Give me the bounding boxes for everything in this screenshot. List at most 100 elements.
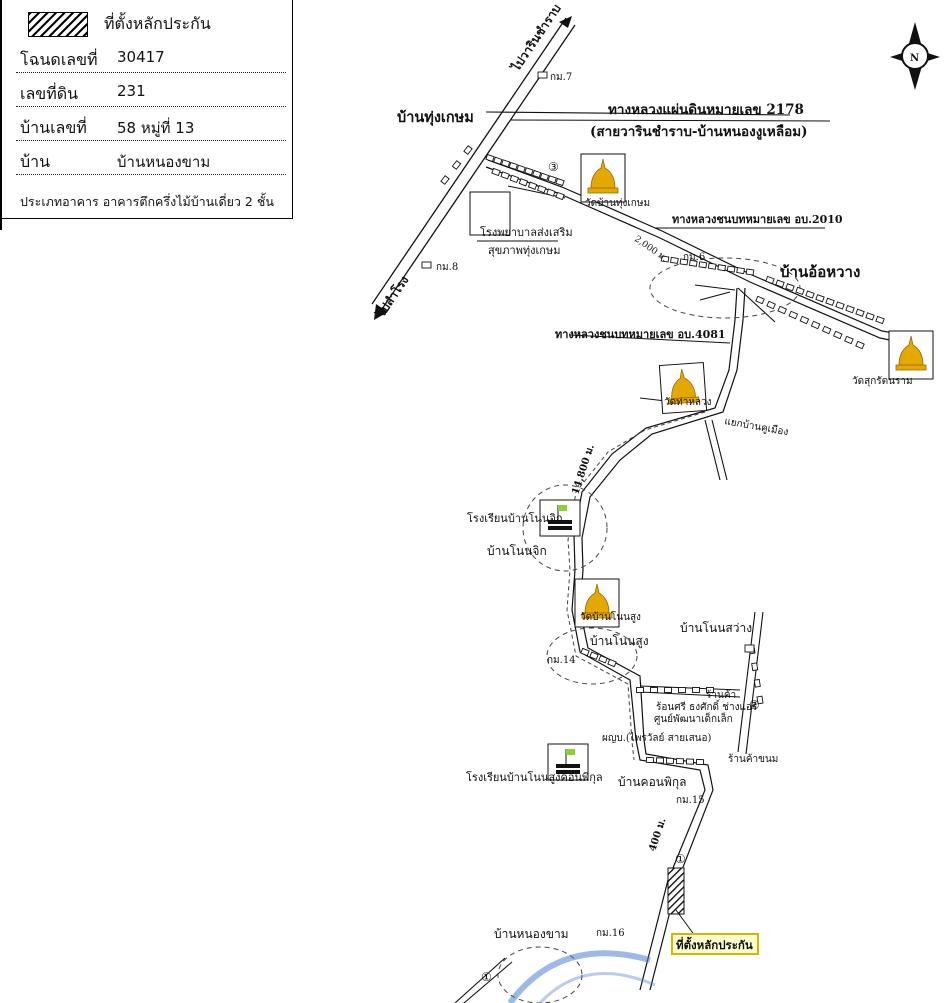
house-icon — [845, 305, 855, 314]
km7-label: กม.7 — [550, 72, 572, 83]
house-icon — [463, 145, 473, 155]
house-icon — [745, 268, 755, 276]
legend-row-deed: โฉนดเลขที่ 30417 — [16, 42, 292, 75]
house-icon — [555, 178, 565, 186]
house-icon — [518, 178, 529, 187]
house-icon — [491, 167, 501, 177]
child-center-label: ศูนย์พัฒนาเด็กเล็ก — [654, 711, 733, 725]
branch-road-label: แยกบ้านคูเมือง — [723, 415, 789, 438]
house-icon — [555, 191, 565, 201]
village-non-sung-label: บ้านโนนสูง — [590, 634, 649, 649]
collateral-label-box — [671, 933, 759, 955]
highway-4081-label: ทางหลวงชนบทหมายเลข อบ.4081 — [555, 328, 726, 341]
house-icon — [855, 308, 865, 317]
house-icon — [799, 315, 810, 325]
hospital-plot — [469, 191, 511, 236]
village-khon-phikun-label: บ้านคอนพิกุล — [618, 775, 687, 790]
arrow-south-icon — [374, 304, 388, 320]
km8-label: กม.8 — [436, 262, 458, 273]
house-icon — [678, 687, 686, 693]
km15-label: กม.15 — [676, 795, 705, 806]
house-icon — [670, 256, 679, 264]
north-arrow-icon — [890, 22, 940, 90]
legend-box: ที่ตั้งหลักประกัน โฉนดเลขที่ 30417 เลขที… — [0, 0, 293, 230]
house-icon — [833, 330, 843, 340]
route-dashed — [566, 411, 706, 761]
house-icon — [753, 678, 761, 688]
house-icon — [795, 286, 805, 295]
house-icon — [598, 655, 608, 664]
highway-2010-label: ทางหลวงชนบทหมายเลข อบ.2010 — [672, 213, 843, 226]
house-icon — [636, 687, 644, 693]
house-icon — [755, 295, 765, 305]
house-icon — [844, 335, 854, 345]
highway-2178-label-1: ทางหลวงแผ่นดินหมายเลข 2178 — [608, 102, 804, 118]
house-icon — [726, 265, 736, 273]
temple-sukrattanaram-icon — [888, 330, 934, 380]
school-non-chik-label: โรงเรียนบ้านโนนจิก — [467, 511, 563, 525]
house-icon — [645, 756, 655, 764]
house-icon — [736, 267, 745, 275]
legend-row-house-no: บ้านเลขที่ 58 หมู่ที่ 13 — [16, 110, 292, 143]
house-icon — [665, 757, 675, 764]
legend-row-label: เลขที่ดิน — [20, 84, 79, 103]
legend-row-label: บ้านเลขที่ — [20, 118, 87, 137]
km14-label: กม.14 — [547, 655, 576, 666]
village-nong-kham-label: บ้านหนองขาม — [494, 927, 569, 941]
house-icon — [875, 316, 885, 324]
shop-label: ร้านค้า — [706, 689, 736, 701]
house-icon — [751, 662, 759, 672]
distance-2000-label: 2,000 ม. — [632, 234, 669, 264]
building-type-text: ประเภทอาคาร อาคารตึกครึ่งไม้บ้านเดี่ยว 2… — [20, 194, 274, 209]
house-icon — [865, 312, 875, 321]
village-non-chik-label: บ้านโนนจิก — [487, 544, 547, 558]
km16-label: กม.16 — [596, 928, 625, 939]
house-icon — [777, 305, 787, 315]
highway-2178-label-2: (สายวารินชำราบ-บ้านหนองงูเหลือม) — [590, 124, 807, 140]
secondary-roads — [454, 111, 791, 1003]
house-icon — [788, 310, 798, 320]
house-icon — [855, 340, 865, 350]
arrow-north-icon — [559, 16, 572, 28]
house-icon — [500, 171, 510, 180]
house-icon — [440, 175, 450, 185]
marker-1-top: ① — [675, 852, 686, 866]
hatch-swatch-icon — [28, 12, 88, 37]
house-icon — [692, 687, 700, 693]
collateral-plot — [667, 867, 685, 915]
school-non-sung-label: โรงเรียนบ้านโนนสูงคอนพิกุล — [466, 770, 603, 784]
temple-non-sung-label: วัดบ้านโนนสูง — [580, 610, 641, 623]
house-icon — [607, 658, 617, 668]
legend-row-value: 231 — [117, 82, 146, 100]
hospital-label-1: โรงพยาบาลส่งเสริม — [480, 225, 573, 239]
temple-sukrattanaram-label: วัดสุกรัตนราม — [852, 376, 913, 387]
house-icon — [695, 758, 705, 766]
legend-row-village: บ้าน บ้านหนองขาม — [16, 144, 292, 177]
legend-title: ที่ตั้งหลักประกัน — [104, 14, 211, 33]
house-icon — [546, 188, 556, 197]
legend-row-value: บ้านหนองขาม — [117, 153, 211, 171]
house-icon — [707, 262, 717, 270]
distance-400-label: 400 ม. — [647, 817, 668, 853]
house-icon — [537, 185, 547, 194]
stamp-mark — [507, 950, 651, 1003]
direction-bottom-label: ไปสำโรง — [372, 273, 412, 322]
temple-thung-kasem-icon — [580, 153, 626, 203]
highway-2178 — [371, 17, 576, 313]
village-thung-kasem-label: บ้านทุ่งเกษม — [397, 109, 474, 126]
north-label: N — [910, 53, 919, 64]
house-icon — [810, 320, 821, 330]
house-icon — [655, 757, 665, 764]
house-icon — [822, 325, 832, 335]
house-icon — [451, 160, 462, 170]
legend-row-label: บ้าน — [20, 152, 51, 171]
house-icon — [835, 301, 845, 310]
legend-row-value: 30417 — [117, 48, 165, 66]
marker-1-bottom: ① — [481, 970, 492, 984]
house-icon — [664, 687, 672, 693]
grocery-label: ร้านค้าขนม — [728, 753, 778, 765]
marker-3: ③ — [548, 160, 559, 174]
road-2010 — [485, 159, 906, 344]
headman-label: ผญบ.(ไพรวัลย์ สายเสนอ) — [602, 732, 712, 744]
